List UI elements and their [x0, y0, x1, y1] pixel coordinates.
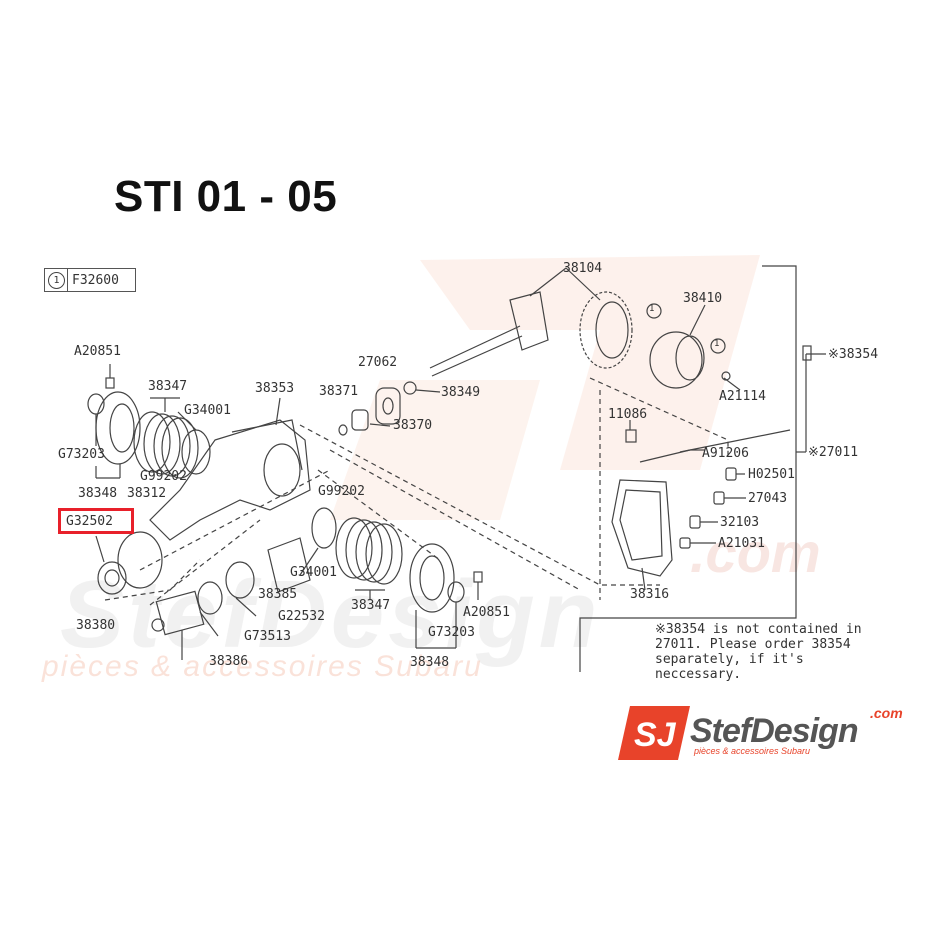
label-g73513: G73513 [244, 629, 291, 644]
note-line: neccessary. [655, 667, 742, 682]
label-11086: 11086 [608, 407, 648, 422]
label-g73203-left: G73203 [58, 447, 105, 462]
label-32103: 32103 [720, 515, 760, 530]
label-g32502: G32502 [66, 514, 113, 529]
label-38348-left: 38348 [78, 486, 118, 501]
highlight-g32502 [58, 508, 134, 534]
part-38371-spacer [351, 409, 369, 431]
label-a20851-top: A20851 [74, 344, 121, 359]
part-38347-plates-top [133, 411, 199, 479]
part-27043-plug [713, 491, 725, 505]
label-38348-bottom: 38348 [410, 655, 450, 670]
leader-38104 [529, 267, 567, 297]
part-h02501-plug [725, 467, 737, 481]
label-g99202-mid: G99202 [318, 484, 365, 499]
label-a21031: A21031 [718, 536, 765, 551]
label-a21114: A21114 [719, 389, 766, 404]
dashed-assembly-lines [104, 377, 729, 606]
note-line: ※38354 is not contained in [655, 622, 862, 637]
label-g22532: G22532 [278, 609, 325, 624]
label-38354: ※38354 [828, 347, 879, 362]
part-38386-flange [155, 590, 205, 636]
logo-mark [618, 706, 690, 760]
part-g32502-oil-seal [97, 561, 127, 595]
reference-code: F32600 [72, 273, 119, 288]
label-27011: ※27011 [808, 445, 859, 460]
part-32103-plug [689, 515, 701, 529]
note-line: separately, if it's [655, 652, 804, 667]
label-38316: 38316 [630, 587, 670, 602]
part-11086-breather [625, 429, 637, 443]
part-a20851-bolt-top [105, 377, 115, 389]
part-38410-diff-case [649, 331, 703, 389]
part-a21031-bolt [679, 537, 691, 549]
logo-mark-text: SJ [634, 716, 677, 754]
watermark-url: .com [690, 521, 821, 584]
label-38104: 38104 [563, 261, 603, 276]
watermark-brand: StefDesign [60, 561, 602, 668]
part-g73513-seal [197, 581, 223, 615]
part-g34001-mid [311, 507, 337, 549]
label-38347-bottom: 38347 [351, 598, 391, 613]
label-38353: 38353 [255, 381, 295, 396]
label-a91206: A91206 [702, 446, 749, 461]
label-38370: 38370 [393, 418, 433, 433]
part-38349-washer [403, 381, 417, 395]
part-38385-shaft [267, 537, 311, 593]
part-38104-pinion-gear [509, 291, 549, 351]
page-title: STI 01 - 05 [114, 172, 338, 221]
logo-tagline: pièces & accessoires Subaru [694, 746, 811, 756]
part-38354-sensor [802, 345, 812, 361]
circle-number-b: 1 [714, 339, 720, 349]
note-38354: ※38354 is not contained in 27011. Please… [655, 622, 862, 682]
label-a20851-bottom: A20851 [463, 605, 510, 620]
ref-circle-b [710, 338, 726, 354]
label-38386: 38386 [209, 654, 249, 669]
label-38349: 38349 [441, 385, 481, 400]
part-38348-side-cover-bottom [409, 543, 455, 613]
label-g34001-mid: G34001 [290, 565, 337, 580]
label-38347-top: 38347 [148, 379, 188, 394]
reference-circle-number: 1 [48, 272, 65, 289]
label-38312: 38312 [127, 486, 167, 501]
part-38347-plates-bottom [335, 517, 403, 585]
part-27062-bearing [375, 387, 401, 425]
label-g73203-bottom: G73203 [428, 625, 475, 640]
label-27043: 27043 [748, 491, 788, 506]
label-g99202-left: G99202 [140, 469, 187, 484]
part-38380-nut [151, 618, 165, 632]
part-38104-ring-gear [579, 291, 633, 369]
label-27062: 27062 [358, 355, 398, 370]
part-g73203-bottom [447, 581, 465, 603]
part-38316-rear-cover [611, 479, 673, 577]
ref-circle-a [646, 303, 662, 319]
part-a20851-bolt-bottom [473, 571, 483, 583]
label-g34001-top: G34001 [184, 403, 231, 418]
logo-com: .com [870, 705, 903, 721]
watermark-tagline: pièces & accessoires Subaru [42, 650, 483, 683]
reference-divider [67, 269, 68, 291]
reference-box: 1 F32600 [44, 268, 136, 292]
label-h02501: H02501 [748, 467, 795, 482]
bracket-frame-line [579, 265, 797, 672]
label-38385: 38385 [258, 587, 298, 602]
note-line: 27011. Please order 38354 [655, 637, 851, 652]
brand-logo: SJ [618, 706, 690, 760]
label-38380: 38380 [76, 618, 116, 633]
label-38410: 38410 [683, 291, 723, 306]
part-g22532-bearing [225, 561, 255, 599]
part-38370-nut [338, 424, 348, 436]
logo-name: StefDesign [690, 712, 859, 750]
part-38312-case [117, 531, 163, 589]
part-38353-housing [149, 419, 311, 541]
label-38371: 38371 [319, 384, 359, 399]
circle-number-a: 1 [649, 304, 655, 314]
